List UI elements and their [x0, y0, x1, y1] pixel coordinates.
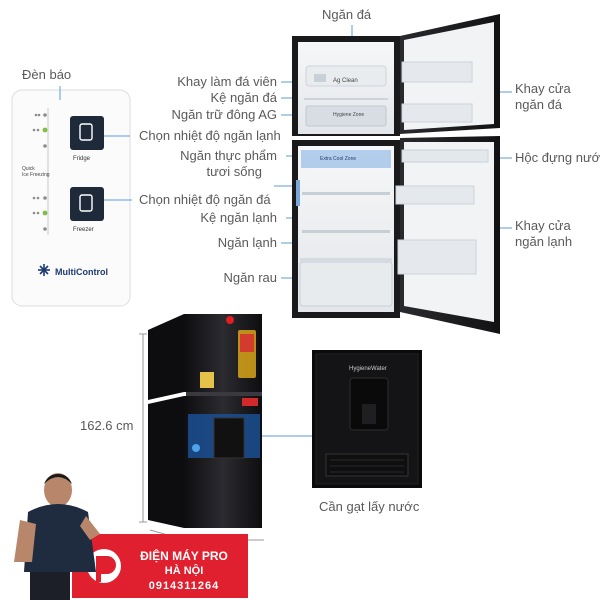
- freezer-button-label: Freezer: [73, 227, 94, 233]
- fridge-button-icon: [70, 116, 104, 150]
- indicator-lights-label: Đèn báo: [22, 67, 72, 82]
- store-name-1: ĐIỆN MÁY PRO: [140, 549, 228, 563]
- label-ngan-thuc-pham-2: tươi sống: [206, 164, 262, 179]
- label-ke-ngan-lanh: Kệ ngăn lạnh: [200, 210, 277, 225]
- multicontrol-logo-icon: [38, 264, 50, 276]
- fridge-button-label: Fridge: [73, 156, 91, 162]
- label-can-gat-lay-nuoc: Cần gạt lấy nước: [319, 499, 420, 514]
- interior-ag-clean: Ag Clean: [333, 78, 358, 84]
- interior-extra-cool: Extra Cool Zone: [320, 156, 357, 162]
- water-dispenser-illustration: [312, 350, 422, 488]
- label-khay-cua-ngan-lanh-1: Khay cửa: [515, 218, 571, 233]
- label-ke-ngan-da: Kệ ngăn đá: [210, 90, 277, 105]
- interior-hygiene-zone: Hygiene Zone: [333, 112, 365, 118]
- label-khay-cua-ngan-da-2: ngăn đá: [515, 97, 562, 112]
- label-ngan-tru-dong: Ngăn trữ đông AG: [171, 107, 277, 122]
- label-hoc-dung-nuoc: Hộc đựng nước: [515, 150, 600, 165]
- multicontrol-brand: MultiControl: [55, 267, 108, 277]
- height-dimension-label: 162.6 cm: [80, 418, 134, 433]
- dispenser-brand: HygieneWater: [349, 366, 387, 372]
- closed-fridge-illustration: [139, 314, 264, 541]
- label-chon-nhiet-do-ngan-lanh: Chọn nhiệt độ ngăn lạnh: [139, 128, 281, 143]
- store-name-2: HÀ NỘI: [164, 565, 204, 577]
- label-chon-nhiet-do-ngan-da: Chọn nhiệt độ ngăn đá: [139, 192, 271, 207]
- control-panel: [11, 89, 131, 307]
- store-phone: 0914311264: [148, 580, 220, 592]
- freezer-button-icon: [70, 187, 104, 221]
- label-ngan-lanh: Ngăn lạnh: [217, 235, 277, 250]
- open-fridge-illustration: [292, 14, 500, 334]
- label-khay-lam-da: Khay làm đá viên: [177, 74, 277, 89]
- store-badge: [72, 534, 248, 598]
- label-ngan-thuc-pham-1: Ngăn thực phẩm: [180, 148, 277, 163]
- label-khay-cua-ngan-lanh-2: ngăn lạnh: [515, 234, 573, 249]
- label-khay-cua-ngan-da-1: Khay cửa: [515, 81, 571, 96]
- quick-freezing-label: Quick Ice Freezing: [22, 166, 50, 178]
- label-ngan-da: Ngăn đá: [322, 7, 372, 22]
- label-ngan-rau: Ngăn rau: [223, 270, 277, 285]
- person-photo: [14, 473, 100, 600]
- store-logo-icon: [96, 556, 116, 582]
